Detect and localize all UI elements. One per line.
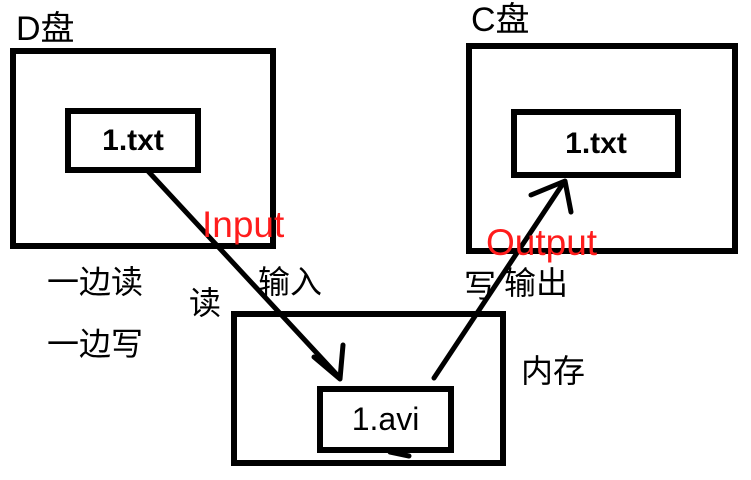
d-drive-file-label: 1.txt bbox=[102, 123, 164, 157]
write-label: 写 bbox=[464, 268, 497, 304]
c-drive-label: C盘 bbox=[471, 1, 530, 39]
input-label-zh: 输入 bbox=[258, 264, 323, 300]
output-label-zh: 输出 bbox=[504, 265, 569, 301]
input-label-en: Input bbox=[202, 204, 285, 245]
memory-file-label: 1.avi bbox=[351, 401, 420, 437]
c-drive-file-box: 1.txt bbox=[511, 109, 681, 178]
c-drive-file-label: 1.txt bbox=[565, 126, 627, 160]
memory-file-box: 1.avi bbox=[317, 386, 454, 453]
memory-label: 内存 bbox=[521, 353, 586, 389]
note-read-while: 一边读 bbox=[47, 264, 144, 300]
c-drive-box bbox=[466, 43, 738, 254]
d-drive-file-box: 1.txt bbox=[65, 108, 201, 173]
memory-box bbox=[231, 311, 506, 466]
read-label: 读 bbox=[189, 285, 222, 321]
output-label-en: Output bbox=[486, 222, 598, 263]
d-drive-box bbox=[10, 48, 276, 249]
note-write-while: 一边写 bbox=[47, 326, 144, 362]
d-drive-label: D盘 bbox=[16, 10, 75, 48]
